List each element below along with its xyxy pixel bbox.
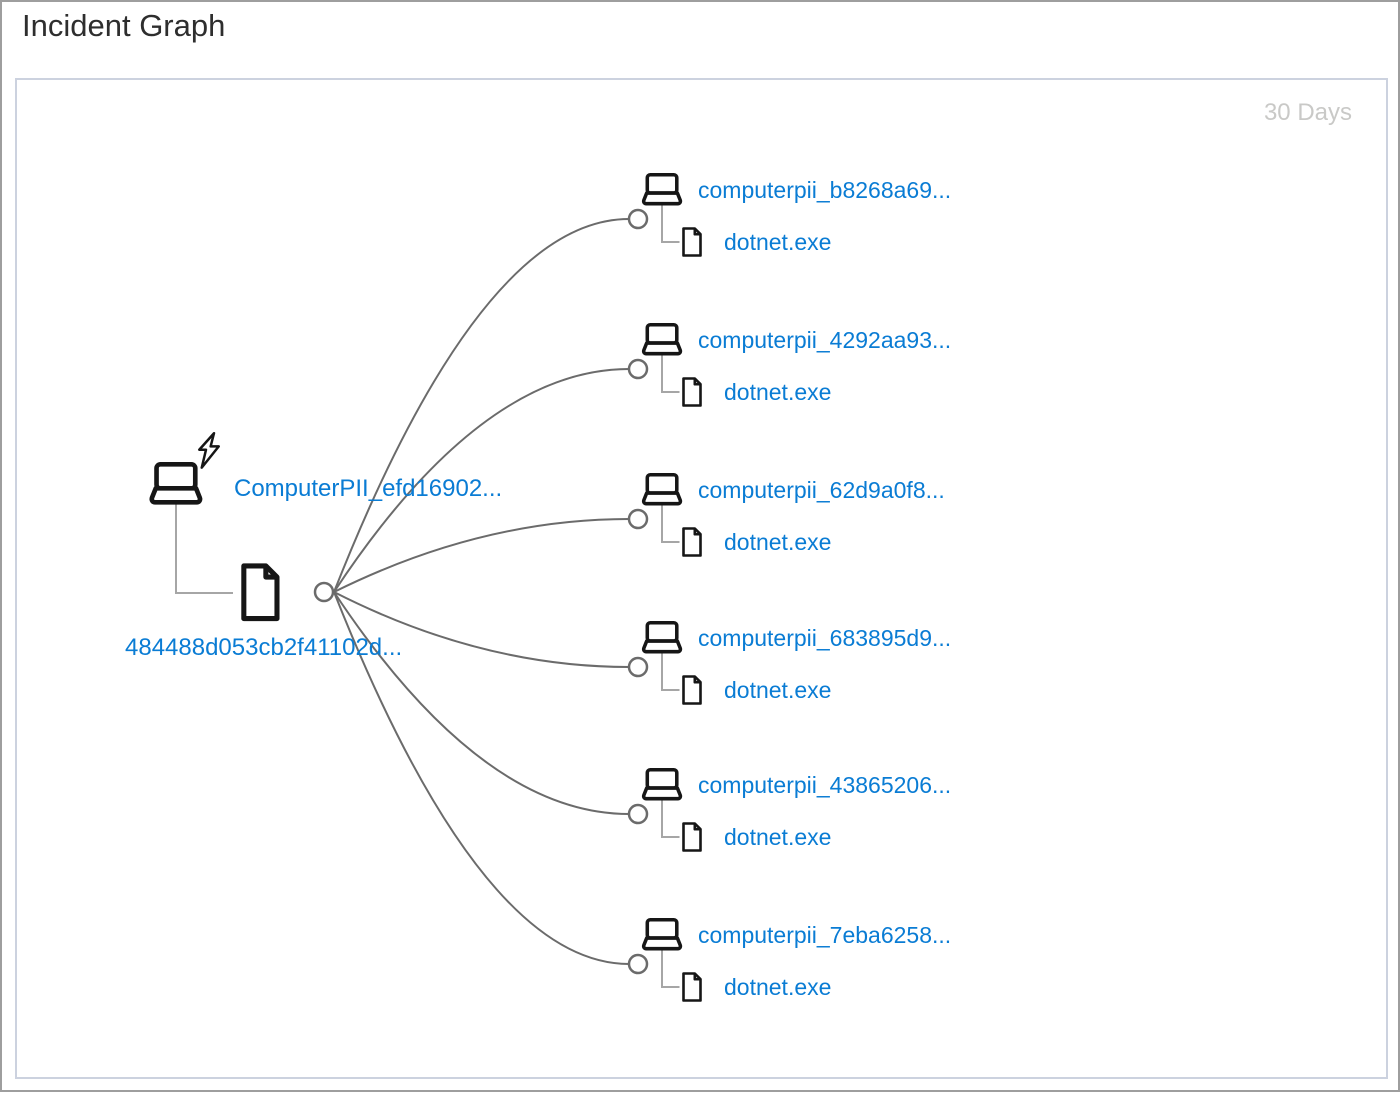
file-icon[interactable]	[684, 379, 701, 406]
laptop-icon[interactable]	[644, 475, 681, 504]
laptop-icon[interactable]	[152, 464, 200, 502]
process-link[interactable]: dotnet.exe	[724, 228, 831, 256]
junction-dot	[315, 583, 333, 601]
file-icon[interactable]	[684, 529, 701, 556]
process-link[interactable]: dotnet.exe	[724, 973, 831, 1001]
root-machine-link[interactable]: ComputerPII_efd16902...	[234, 474, 502, 503]
laptop-icon[interactable]	[644, 920, 681, 949]
tree-connector	[662, 350, 680, 392]
machine-link[interactable]: computerpii_683895d9...	[698, 624, 951, 652]
laptop-icon[interactable]	[644, 770, 681, 799]
tree-connector	[662, 648, 680, 690]
file-icon[interactable]	[684, 974, 701, 1001]
file-icon[interactable]	[684, 229, 701, 256]
tree-connector	[662, 500, 680, 542]
process-link[interactable]: dotnet.exe	[724, 823, 831, 851]
machine-link[interactable]: computerpii_b8268a69...	[698, 176, 951, 204]
alert-bolt-icon	[199, 433, 219, 467]
junction-dot	[629, 210, 647, 228]
laptop-icon[interactable]	[644, 325, 681, 354]
laptop-icon[interactable]	[644, 175, 681, 204]
junction-dot	[629, 955, 647, 973]
machine-link[interactable]: computerpii_43865206...	[698, 771, 951, 799]
tree-connector	[176, 502, 233, 593]
junction-dot	[629, 510, 647, 528]
junction-dot	[629, 805, 647, 823]
file-icon[interactable]	[684, 677, 701, 704]
edge-curve	[334, 219, 629, 592]
machine-link[interactable]: computerpii_4292aa93...	[698, 326, 951, 354]
process-link[interactable]: dotnet.exe	[724, 378, 831, 406]
tree-connector	[662, 200, 680, 242]
machine-link[interactable]: computerpii_7eba6258...	[698, 921, 951, 949]
process-link[interactable]: dotnet.exe	[724, 676, 831, 704]
file-icon[interactable]	[244, 566, 277, 619]
machine-link[interactable]: computerpii_62d9a0f8...	[698, 476, 945, 504]
branch-cluster	[334, 325, 701, 592]
edge-curve	[334, 592, 629, 814]
tree-connector	[662, 795, 680, 837]
junction-dot	[629, 360, 647, 378]
tree-connector	[662, 945, 680, 987]
junction-dot	[629, 658, 647, 676]
root-file-link[interactable]: 484488d053cb2f41102d...	[125, 633, 402, 662]
file-icon[interactable]	[684, 824, 701, 851]
root-cluster	[152, 433, 333, 618]
laptop-icon[interactable]	[644, 623, 681, 652]
process-link[interactable]: dotnet.exe	[724, 528, 831, 556]
